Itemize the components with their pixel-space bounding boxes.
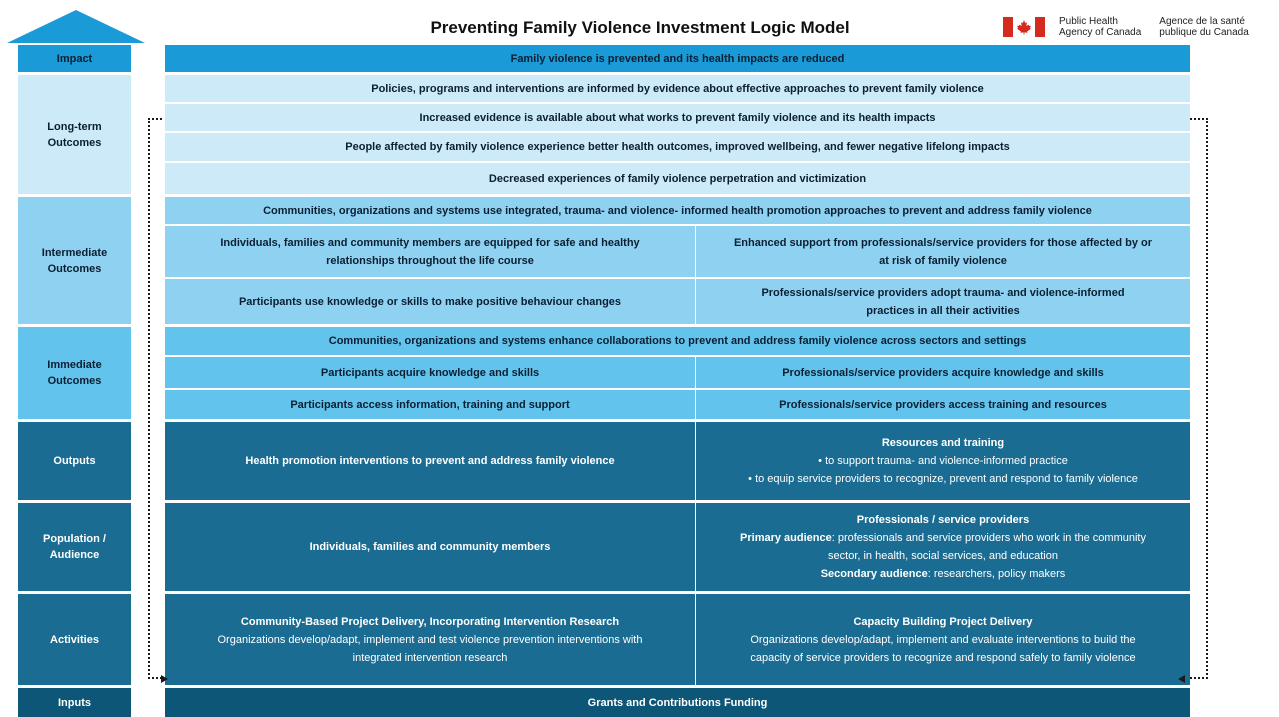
immediate-outcome-shared: Communities, organizations and systems e… <box>165 327 1190 355</box>
feedback-loop-left <box>148 118 162 679</box>
canada-flag-icon <box>1003 17 1045 37</box>
activity-capacity-building: Capacity Building Project Delivery Organ… <box>696 594 1190 685</box>
logo-text-fr: Agence de la santé publique du Canada <box>1159 16 1249 38</box>
inputs-funding: Grants and Contributions Funding <box>165 688 1190 717</box>
population-professionals: Professionals / service providers Primar… <box>696 503 1190 591</box>
intermediate-outcome-professionals: Enhanced support from professionals/serv… <box>696 226 1190 277</box>
page-title: Preventing Family Violence Investment Lo… <box>430 18 850 37</box>
intermediate-outcome-individuals: Individuals, families and community memb… <box>165 226 695 277</box>
level-activities: Activities <box>18 594 131 685</box>
immediate-outcome-participants-acquire: Participants acquire knowledge and skill… <box>165 357 695 388</box>
level-inputs: Inputs <box>18 688 131 717</box>
logo-text-en: Public Health Agency of Canada <box>1059 16 1142 38</box>
arrow-head-icon <box>161 675 168 683</box>
population-individuals: Individuals, families and community memb… <box>165 503 695 591</box>
immediate-outcome-professionals-acquire: Professionals/service providers acquire … <box>696 357 1190 388</box>
output-health-promotion: Health promotion interventions to preven… <box>165 422 695 500</box>
long-term-outcome: People affected by family violence exper… <box>165 133 1190 161</box>
level-outputs: Outputs <box>18 422 131 500</box>
long-term-outcome: Increased evidence is available about wh… <box>165 104 1190 131</box>
long-term-outcome: Decreased experiences of family violence… <box>165 163 1190 194</box>
feedback-loop-right <box>1190 118 1208 679</box>
impact-statement: Family violence is prevented and its hea… <box>165 45 1190 72</box>
intermediate-outcome-participants: Participants use knowledge or skills to … <box>165 279 695 324</box>
immediate-outcome-professionals-access: Professionals/service providers access t… <box>696 390 1190 419</box>
phac-logo: Public Health Agency of Canada Agence de… <box>1003 16 1249 38</box>
arrow-head-icon <box>1178 675 1185 683</box>
activity-community-based: Community-Based Project Delivery, Incorp… <box>165 594 695 685</box>
up-arrow-icon <box>7 10 145 43</box>
level-impact: Impact <box>18 45 131 72</box>
level-population: Population /Audience <box>18 503 131 591</box>
intermediate-outcome-shared: Communities, organizations and systems u… <box>165 197 1190 224</box>
immediate-outcome-participants-access: Participants access information, trainin… <box>165 390 695 419</box>
output-resources-training: Resources and training • to support trau… <box>696 422 1190 500</box>
intermediate-outcome-practices: Professionals/service providers adopt tr… <box>696 279 1190 324</box>
long-term-outcome: Policies, programs and interventions are… <box>165 75 1190 102</box>
